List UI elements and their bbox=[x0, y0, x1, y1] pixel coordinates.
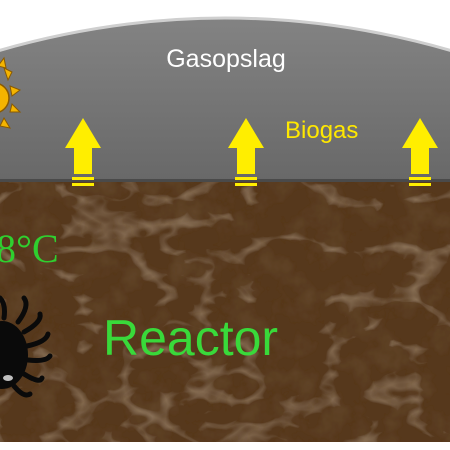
biogas-arrow bbox=[65, 118, 101, 186]
biogas-arrow bbox=[228, 118, 264, 186]
bacterium-icon bbox=[0, 295, 53, 398]
temperature-label: 8°C bbox=[0, 226, 59, 271]
bottom-margin bbox=[0, 442, 450, 450]
gas-storage-dome bbox=[0, 18, 450, 182]
reactor-substrate bbox=[0, 180, 450, 442]
gas-storage-label: Gasopslag bbox=[166, 45, 286, 73]
gas-substrate-boundary bbox=[0, 179, 450, 182]
gas-storage-outline bbox=[0, 16, 450, 52]
biogas-label: Biogas bbox=[285, 117, 359, 144]
reactor-label: Reactor bbox=[103, 310, 279, 366]
sun-icon bbox=[0, 56, 22, 129]
biogas-arrow bbox=[402, 118, 438, 186]
